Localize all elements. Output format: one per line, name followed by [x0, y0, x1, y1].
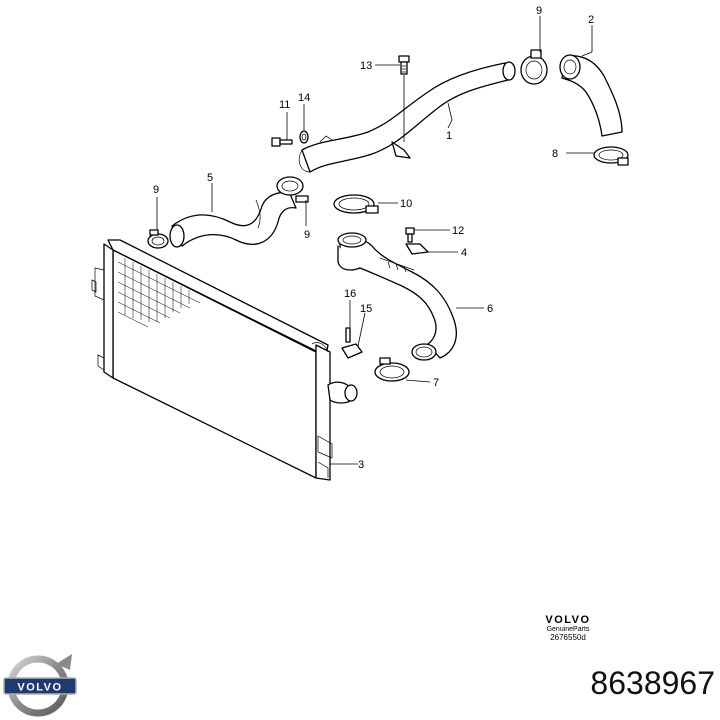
callout-5: 5	[207, 172, 213, 184]
bracket-4[interactable]	[405, 243, 429, 255]
hose-clamp-9-top[interactable]	[520, 49, 548, 85]
leader-lines	[156, 16, 594, 465]
screw-16[interactable]	[345, 327, 351, 343]
callout-15: 15	[360, 303, 372, 315]
callout-1: 1	[446, 130, 452, 142]
callout-12: 12	[452, 225, 464, 237]
callout-13: 13	[360, 60, 372, 72]
callout-2: 2	[588, 14, 594, 26]
bolt-13[interactable]	[398, 55, 410, 75]
callout-11: 11	[279, 99, 290, 111]
volvo-logo-icon: VOLVO	[3, 654, 77, 717]
washer-14[interactable]	[299, 130, 309, 144]
intake-hose-left[interactable]	[169, 192, 297, 248]
brand-wordmark: VOLVO	[545, 614, 591, 626]
callout-9-left: 9	[153, 184, 159, 196]
intake-hose-lower[interactable]	[337, 232, 457, 361]
hose-clamp-9-middle[interactable]	[276, 176, 309, 203]
part-number: 8638967	[590, 665, 715, 701]
callout-3: 3	[358, 459, 364, 471]
callouts: 9 2 13 1 8 11 14 5 9 10 9 12 4 16 15 6 7…	[153, 5, 594, 471]
callout-14: 14	[298, 92, 310, 104]
intake-pipe-upper[interactable]	[298, 61, 516, 173]
hose-clamp-8[interactable]	[593, 146, 629, 166]
bolt-12[interactable]	[405, 227, 415, 243]
logo-text: VOLVO	[17, 682, 62, 694]
genuine-parts-text: GenuineParts	[546, 626, 590, 634]
hose-clamp-7[interactable]	[374, 357, 410, 382]
bracket-15[interactable]	[341, 343, 363, 359]
hose-clamp-9-left[interactable]	[147, 229, 169, 249]
callout-9-middle: 9	[304, 229, 310, 241]
bolt-11[interactable]	[271, 137, 293, 147]
turbo-hose-upper-right[interactable]	[559, 54, 623, 137]
callout-10: 10	[400, 198, 412, 210]
callout-7: 7	[433, 377, 439, 389]
genuine-parts-label: VOLVO GenuineParts 2676550d	[528, 614, 608, 643]
hose-clamp-10[interactable]	[333, 194, 379, 214]
callout-6: 6	[487, 303, 493, 315]
intercooler-radiator[interactable]	[91, 239, 358, 481]
callout-8: 8	[552, 148, 558, 160]
callout-9-top: 9	[536, 5, 542, 17]
callout-4: 4	[461, 247, 467, 259]
diagram-code: 2676550d	[550, 632, 586, 642]
callout-16: 16	[344, 288, 356, 300]
